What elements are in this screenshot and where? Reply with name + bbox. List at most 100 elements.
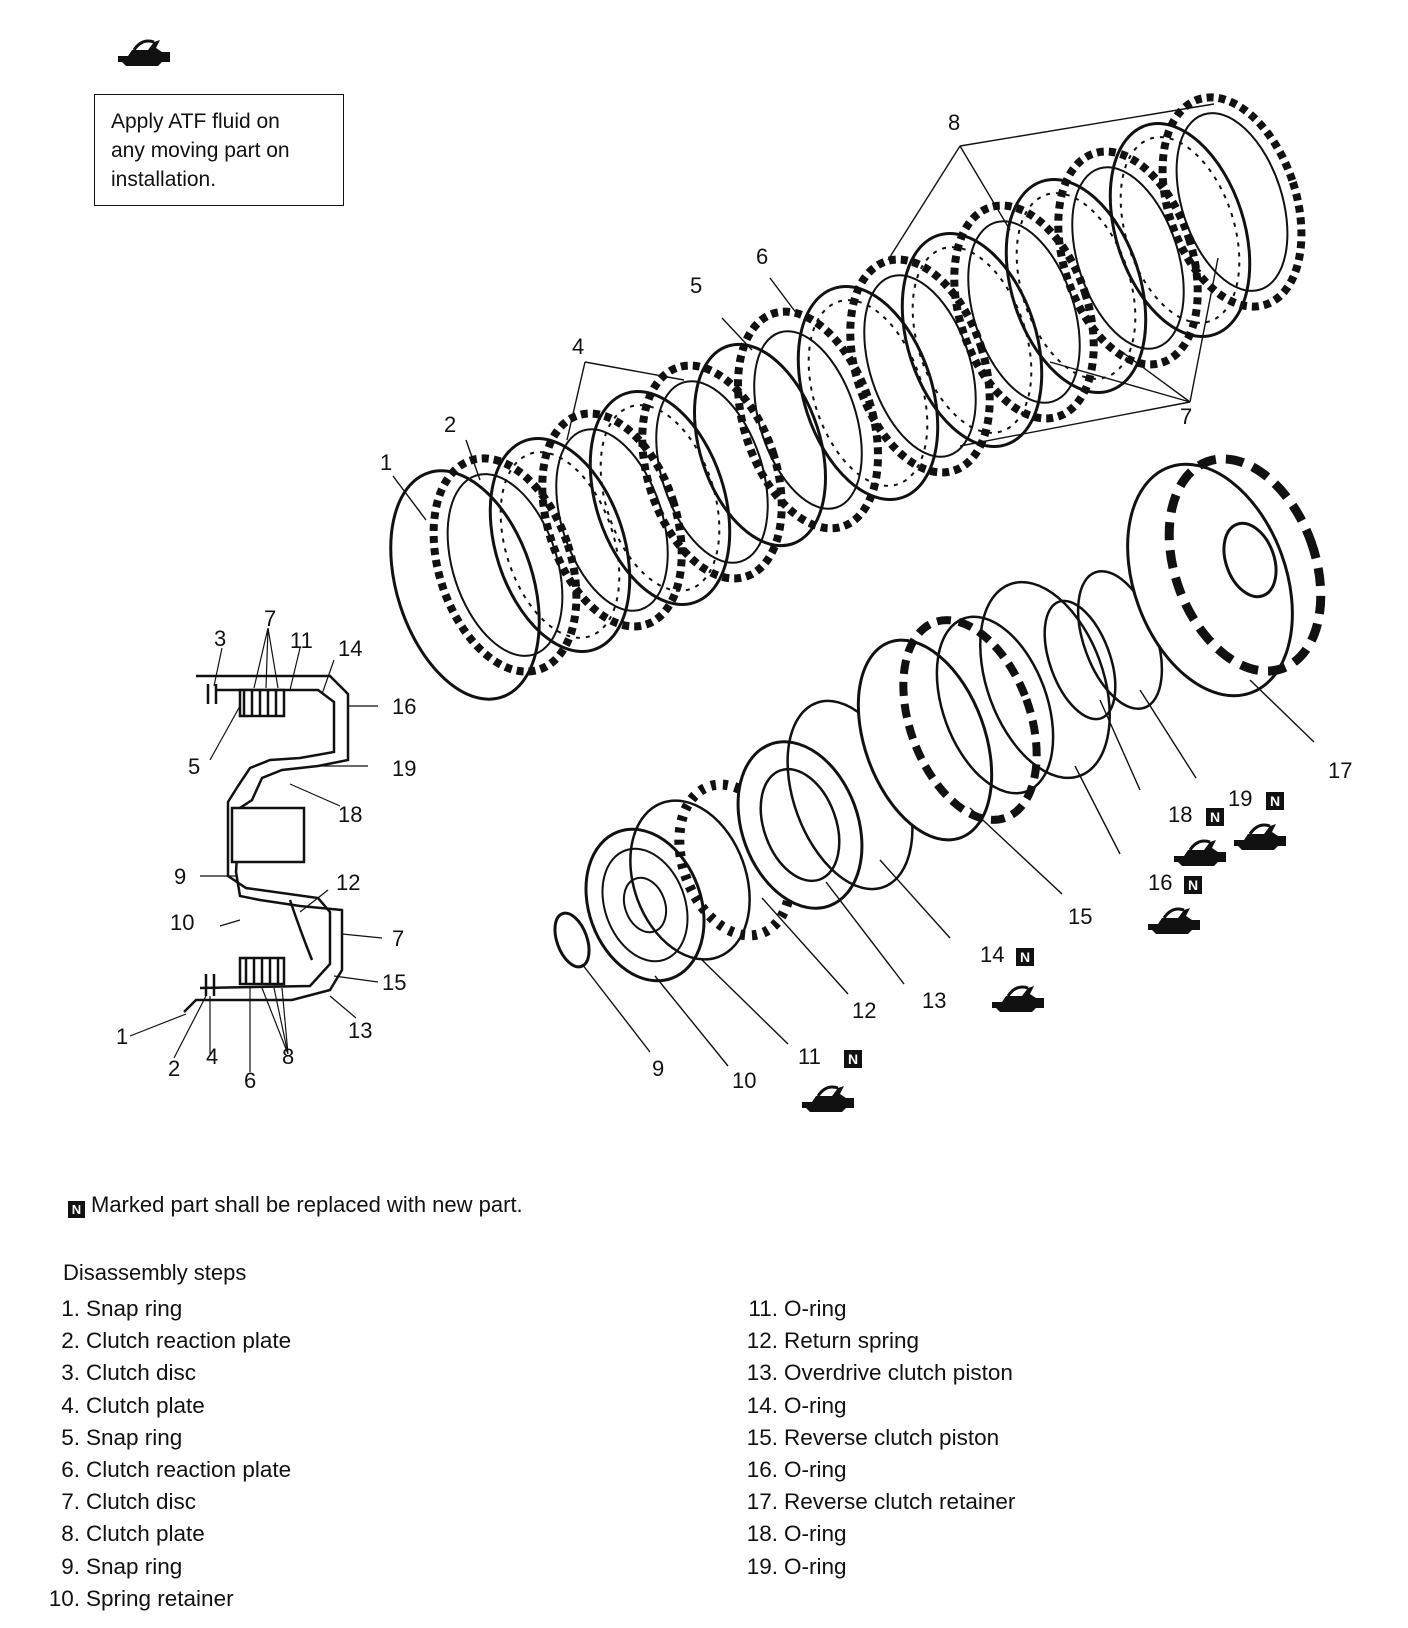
section-label-9: 9: [174, 864, 186, 889]
step-item: 2.Clutch reaction plate: [40, 1325, 420, 1357]
section-label-7b: 7: [392, 926, 404, 951]
step-number: 18.: [746, 1521, 778, 1547]
oil-can-icon: [990, 984, 1046, 1014]
label-6: 6: [756, 244, 768, 269]
section-label-13: 13: [348, 1018, 372, 1043]
label-4: 4: [572, 334, 584, 359]
replace-legend: N Marked part shall be replaced with new …: [68, 1192, 523, 1218]
step-text: O-ring: [784, 1521, 847, 1547]
label-9: 9: [652, 1056, 664, 1081]
step-text: Clutch disc: [86, 1360, 197, 1386]
section-label-10: 10: [170, 910, 194, 935]
label-8: 8: [948, 110, 960, 135]
step-text: Snap ring: [86, 1296, 183, 1321]
section-label-2: 2: [168, 1056, 180, 1081]
label-7: 7: [1180, 404, 1192, 429]
section-label-5: 5: [188, 754, 200, 779]
section-label-1: 1: [116, 1024, 128, 1049]
step-text: Overdrive clutch piston: [784, 1360, 1013, 1386]
section-label-11: 11: [290, 628, 313, 653]
step-number: 14.: [746, 1392, 778, 1418]
step-number: 12.: [746, 1328, 778, 1354]
step-number: 13.: [746, 1360, 778, 1386]
section-label-16: 16: [392, 694, 416, 719]
oil-can-icon: [800, 1084, 856, 1114]
step-item: 10.Spring retainer: [40, 1583, 420, 1615]
replace-mark-19: [1266, 792, 1284, 810]
replace-markers: [844, 792, 1284, 1068]
step-text: O-ring: [784, 1553, 847, 1579]
step-item: 4.Clutch plate: [40, 1390, 420, 1422]
step-item: 6.Clutch reaction plate: [40, 1454, 420, 1486]
section-label-12: 12: [336, 870, 360, 895]
step-text: Clutch reaction plate: [86, 1328, 292, 1354]
section-label-3: 3: [214, 626, 226, 651]
section-label-14: 14: [338, 636, 362, 661]
replace-mark-11: [844, 1050, 862, 1068]
step-item: 12.Return spring: [738, 1325, 1138, 1357]
step-text: Clutch plate: [86, 1521, 205, 1547]
replace-mark-16: [1184, 876, 1202, 894]
step-item: 7.Clutch disc: [40, 1486, 420, 1518]
step-item: 14.O-ring: [738, 1390, 1138, 1422]
section-labels: 3 7 11 14 16 5 19 18 9 12 10 7 15 13 1 2…: [116, 606, 416, 1093]
atf-icons: [800, 822, 1288, 1114]
label-10: 10: [732, 1068, 756, 1093]
label-12: 12: [852, 998, 876, 1023]
step-text: Spring retainer: [86, 1585, 234, 1611]
replace-mark: N: [68, 1201, 85, 1218]
step-number: 5.: [61, 1424, 80, 1450]
step-item: 8.Clutch plate: [40, 1518, 420, 1550]
step-item: 16.O-ring: [738, 1454, 1138, 1486]
section-label-19: 19: [392, 756, 416, 781]
step-number: 6.: [61, 1457, 80, 1483]
step-item: 15.Reverse clutch piston: [738, 1422, 1138, 1454]
label-11: 11: [798, 1044, 821, 1069]
step-number: 9.: [61, 1553, 80, 1579]
snap-ring-1: [389, 469, 541, 701]
step-text: Clutch disc: [86, 1489, 197, 1515]
step-number: 17.: [746, 1489, 778, 1515]
step-text: O-ring: [784, 1457, 847, 1483]
step-number: 16.: [746, 1457, 778, 1483]
step-item: 11.O-ring: [738, 1293, 1138, 1325]
reaction-plate-2: [429, 454, 581, 676]
label-14: 14: [980, 942, 1004, 967]
leader-lines: [392, 103, 1219, 521]
exploded-labels: 1 2 4 5 6 7 8 9 10 11 12 13 14 15 16 17 …: [380, 110, 1352, 1093]
step-item: 3.Clutch disc: [40, 1357, 420, 1389]
step-item: 19.O-ring: [738, 1551, 1138, 1583]
step-text: Reverse clutch retainer: [784, 1489, 1016, 1515]
atf-note-line-2: any moving part on: [111, 139, 290, 162]
step-number: 19.: [746, 1553, 778, 1579]
section-label-8: 8: [282, 1044, 294, 1069]
oil-can-icon: [1232, 822, 1288, 852]
section-label-4: 4: [206, 1044, 218, 1069]
oil-can-icon: [1146, 906, 1202, 936]
label-2: 2: [444, 412, 456, 437]
oil-can-icon: [1172, 838, 1228, 868]
label-1: 1: [380, 450, 392, 475]
step-item: 17.Reverse clutch retainer: [738, 1486, 1138, 1518]
step-number: 3.: [61, 1360, 80, 1386]
lower-assembly: [553, 454, 1326, 983]
replace-mark-14: [1016, 948, 1034, 966]
step-number: 7.: [61, 1489, 80, 1515]
legend-text: Marked part shall be replaced with new p…: [91, 1192, 523, 1217]
step-number: 1.: [61, 1296, 80, 1321]
atf-note-box: Apply ATF fluid on any moving part on in…: [94, 94, 344, 206]
step-number: 11.: [748, 1296, 778, 1321]
step-number: 15.: [746, 1424, 778, 1450]
section-label-7: 7: [264, 606, 276, 631]
oil-can-icon: [116, 38, 172, 68]
step-text: Clutch plate: [86, 1392, 205, 1418]
step-text: Return spring: [784, 1328, 920, 1354]
label-5: 5: [690, 273, 702, 298]
section-label-15: 15: [382, 970, 406, 995]
step-text: O-ring: [784, 1296, 847, 1321]
atf-note-line-1: Apply ATF fluid on: [111, 110, 280, 133]
step-text: O-ring: [784, 1392, 847, 1418]
step-item: 1.Snap ring: [40, 1293, 420, 1325]
